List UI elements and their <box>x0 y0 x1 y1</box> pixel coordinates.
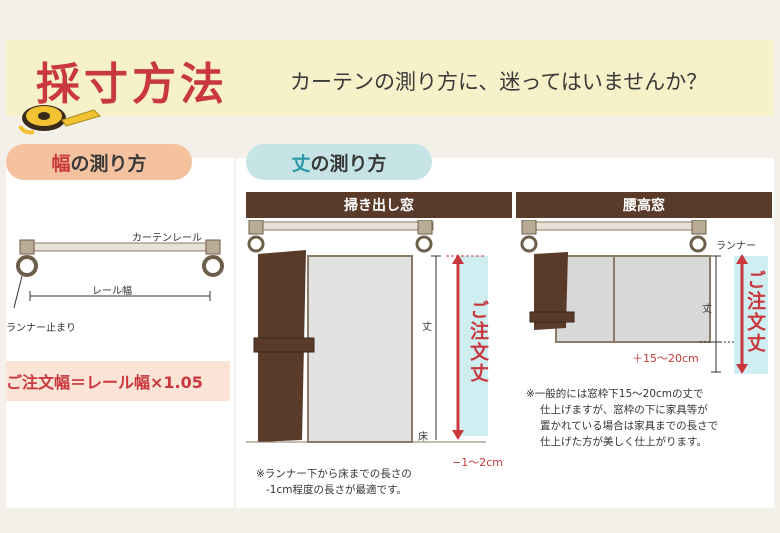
runner-label: ランナー <box>716 241 756 252</box>
title-banner <box>6 40 774 116</box>
width-heading: 幅の測り方 <box>6 144 192 180</box>
runner-stop-label: ランナー止まり <box>6 323 76 334</box>
floor-order-length: ご注文丈 <box>467 300 489 384</box>
floor-window-diagram <box>246 220 488 443</box>
length-heading: 丈の測り方 <box>246 144 432 180</box>
floor-label: 床 <box>418 432 428 443</box>
floor-length-label: 丈 <box>422 322 432 333</box>
page-title: 採寸方法 <box>36 59 228 110</box>
rail-width-label: レール幅 <box>92 286 132 297</box>
waist-window-diagram <box>520 220 768 374</box>
waist-window-header: 腰高窓 <box>516 192 772 218</box>
waist-offset: ＋15〜20cm <box>632 352 699 365</box>
waist-order-length: ご注文丈 <box>744 270 766 354</box>
floor-window-header: 掃き出し窓 <box>246 192 512 218</box>
rail-diagram <box>13 239 224 308</box>
floor-note: ※ランナー下から床までの長さの -1cm程度の長さが最適です。 <box>256 468 412 496</box>
order-width-formula: ご注文幅＝レール幅×1.05 <box>6 361 230 401</box>
waist-note: ※一般的には窓枠下15〜20cmの丈で 仕上げますが、窓枠の下に家具等が 置かれ… <box>526 388 719 448</box>
tape-measure-icon <box>14 96 104 140</box>
width-card <box>6 158 234 508</box>
rail-label: カーテンレール <box>132 233 202 244</box>
waist-length-label: 丈 <box>702 304 712 315</box>
floor-offset: −1〜2cm <box>452 456 503 469</box>
page-subtitle: カーテンの測り方に、迷ってはいませんか？ <box>290 70 708 94</box>
